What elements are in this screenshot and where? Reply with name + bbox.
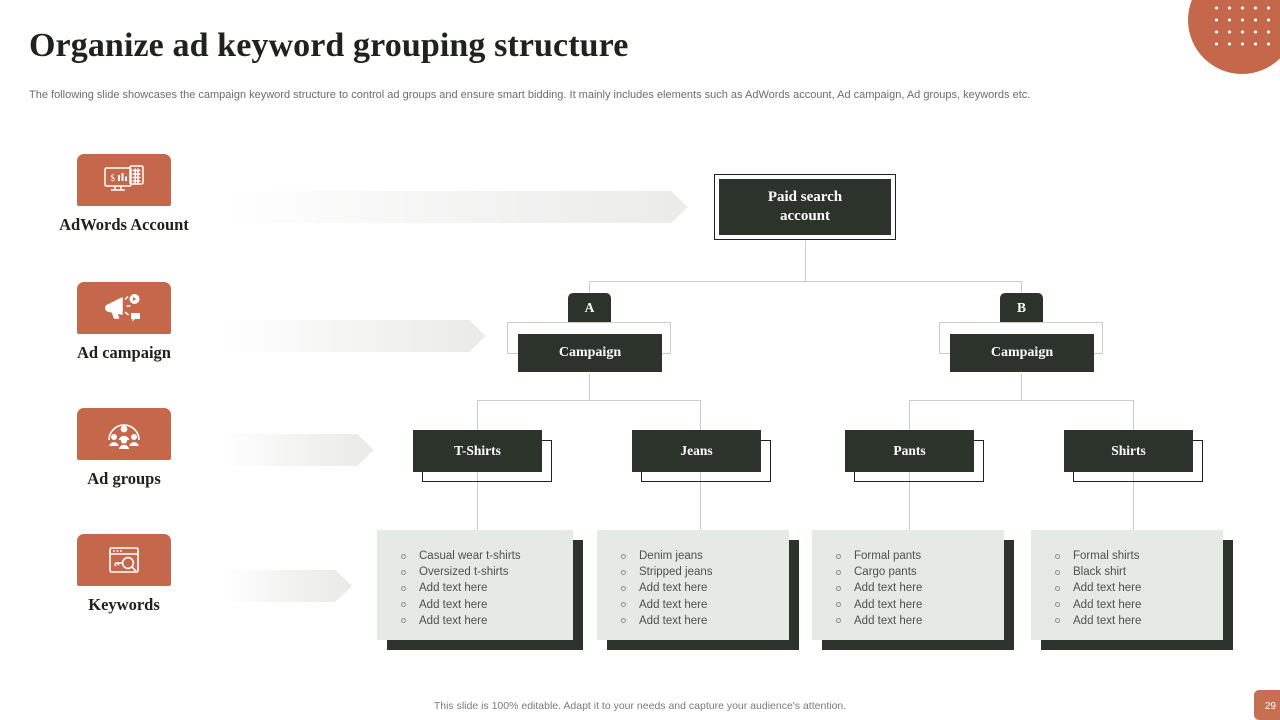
adgroup-jeans-box[interactable]: Jeans	[632, 430, 761, 472]
connector-campaign-b-bus	[909, 400, 1133, 401]
connector-campaign-a-bus	[477, 400, 701, 401]
keyword-item: Oversized t-shirts	[399, 564, 573, 580]
keyword-list: Denim jeans Stripped jeans Add text here…	[619, 548, 789, 629]
keyword-list: Casual wear t-shirts Oversized t-shirts …	[399, 548, 573, 629]
connector-campaign-a-stem	[589, 374, 590, 400]
page-number-tab	[1254, 690, 1280, 720]
keyword-item: Add text here	[619, 580, 789, 596]
legend-item-keywords: Keywords	[48, 534, 200, 615]
keyword-item: Add text here	[834, 613, 1004, 629]
campaign-b-box[interactable]: Campaign	[950, 334, 1094, 372]
connector-root-bus	[589, 281, 1022, 282]
connector-to-campaign-b	[1021, 281, 1022, 294]
connector-campaign-b-stem	[1021, 374, 1022, 400]
node-paid-search-account[interactable]: Paid search account	[714, 174, 896, 240]
keyword-item: Add text here	[834, 580, 1004, 596]
connector-to-jeans	[700, 400, 701, 430]
legend-label: Ad groups	[87, 469, 161, 488]
connector-to-shirts	[1133, 400, 1134, 430]
flow-arrow-keywords	[222, 570, 352, 602]
legend-item-adwords-account: $ AdWords Account	[48, 154, 200, 235]
keyword-item: Add text here	[1053, 580, 1223, 596]
legend-item-ad-campaign: Ad campaign	[48, 282, 200, 363]
adgroup-label: Jeans	[680, 443, 713, 458]
keyword-item: Add text here	[619, 597, 789, 613]
keywords-panel-pants[interactable]: Formal pants Cargo pants Add text here A…	[812, 530, 1004, 640]
keyword-item: Formal pants	[834, 548, 1004, 564]
keyword-item: Cargo pants	[834, 564, 1004, 580]
connector-to-campaign-a	[589, 281, 590, 294]
campaign-b-tab[interactable]: B	[1000, 293, 1043, 323]
svg-text:$: $	[111, 173, 116, 183]
adgroup-shirts-box[interactable]: Shirts	[1064, 430, 1193, 472]
keyword-item: Casual wear t-shirts	[399, 548, 573, 564]
keyword-item: Add text here	[619, 613, 789, 629]
decorative-dot-grid	[1210, 2, 1276, 50]
campaign-a-tab-label: A	[584, 300, 595, 315]
keyword-item: Denim jeans	[619, 548, 789, 564]
corner-decoration	[1176, 0, 1280, 78]
legend-label: AdWords Account	[59, 215, 189, 234]
connector-to-pants	[909, 400, 910, 430]
keyword-item: Black shirt	[1053, 564, 1223, 580]
footer-note: This slide is 100% editable. Adapt it to…	[433, 700, 847, 712]
page-number: 29	[1264, 701, 1276, 712]
keyword-item: Formal shirts	[1053, 548, 1223, 564]
keyword-item: Add text here	[399, 597, 573, 613]
campaign-b-label: Campaign	[990, 345, 1054, 360]
campaign-a-box[interactable]: Campaign	[518, 334, 662, 372]
connector-tshirts-keywords	[477, 472, 478, 530]
keyword-item: Add text here	[399, 580, 573, 596]
adgroup-label: Pants	[893, 443, 926, 458]
keyword-item: Add text here	[1053, 613, 1223, 629]
flow-arrow-adwords	[222, 191, 688, 223]
campaign-a-tab[interactable]: A	[568, 293, 611, 323]
keyword-list: Formal pants Cargo pants Add text here A…	[834, 548, 1004, 629]
keyword-item: Stripped jeans	[619, 564, 789, 580]
keyword-item: Add text here	[399, 613, 573, 629]
connector-to-tshirts	[477, 400, 478, 430]
keywords-panel-tshirts[interactable]: Casual wear t-shirts Oversized t-shirts …	[377, 530, 573, 640]
campaign-a-label: Campaign	[558, 345, 622, 360]
connector-pants-keywords	[909, 472, 910, 530]
campaign-b-tab-label: B	[1016, 300, 1026, 315]
connector-shirts-keywords	[1133, 472, 1134, 530]
megaphone-icon	[77, 282, 171, 334]
adgroup-tshirts-box[interactable]: T-Shirts	[413, 430, 542, 472]
connector-jeans-keywords	[700, 472, 701, 530]
connector-root-stem	[805, 241, 806, 281]
keyword-item: Add text here	[1053, 597, 1223, 613]
legend-label: Keywords	[88, 595, 160, 614]
adgroup-label: Shirts	[1111, 443, 1146, 458]
keyword-item: Add text here	[834, 597, 1004, 613]
node-paid-search-account-body: Paid search account	[719, 179, 891, 235]
browser-key-search-icon	[77, 534, 171, 586]
adgroup-pants-box[interactable]: Pants	[845, 430, 974, 472]
monitor-dollar-chart-icon: $	[77, 154, 171, 206]
keywords-panel-jeans[interactable]: Denim jeans Stripped jeans Add text here…	[597, 530, 789, 640]
page-title: Organize ad keyword grouping structure	[29, 27, 629, 64]
adgroup-label: T-Shirts	[454, 443, 501, 458]
people-group-icon	[77, 408, 171, 460]
legend-label: Ad campaign	[77, 343, 171, 362]
root-line-2: account	[780, 208, 830, 224]
keywords-panel-shirts[interactable]: Formal shirts Black shirt Add text here …	[1031, 530, 1223, 640]
flow-arrow-campaign	[222, 320, 486, 352]
keyword-list: Formal shirts Black shirt Add text here …	[1053, 548, 1223, 629]
legend-item-ad-groups: Ad groups	[48, 408, 200, 489]
root-line-1: Paid search	[767, 189, 843, 205]
page-subtitle: The following slide showcases the campai…	[29, 89, 1031, 101]
flow-arrow-adgroups	[222, 434, 374, 466]
